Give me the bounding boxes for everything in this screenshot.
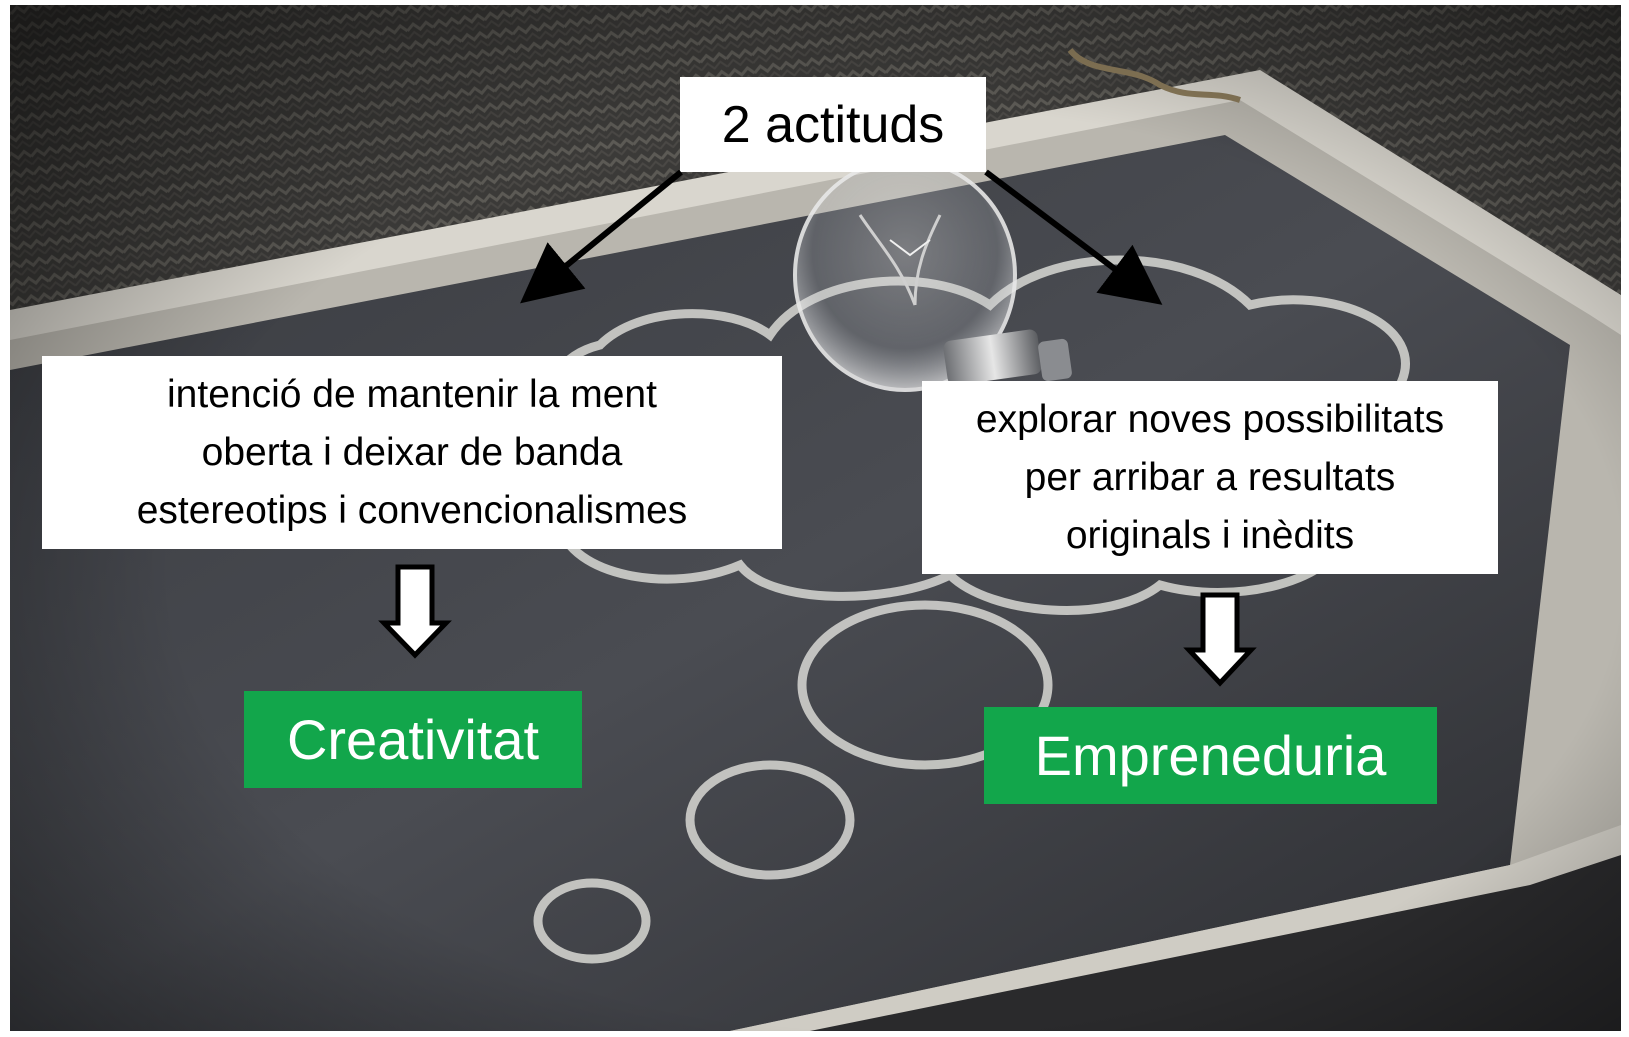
- left-description-line: oberta i deixar de banda: [201, 430, 623, 474]
- left-description-line: intenció de mantenir la ment: [167, 372, 657, 416]
- title-box: 2 actituds: [680, 77, 986, 172]
- right-description-box: explorar noves possibilitats per arribar…: [922, 381, 1498, 574]
- right-result-box: Empreneduria: [984, 707, 1437, 804]
- left-description-box: intenció de mantenir la ment oberta i de…: [42, 356, 782, 549]
- left-description-line: estereotips i convencionalismes: [136, 488, 688, 532]
- right-description-line: originals i inèdits: [1065, 513, 1355, 557]
- right-result-label: Empreneduria: [1034, 724, 1387, 787]
- diagram-title: 2 actituds: [721, 95, 945, 154]
- right-description-line: per arribar a resultats: [1024, 455, 1396, 499]
- left-result-box: Creativitat: [244, 691, 582, 788]
- left-result-label: Creativitat: [286, 708, 540, 771]
- right-description-line: explorar noves possibilitats: [975, 397, 1445, 441]
